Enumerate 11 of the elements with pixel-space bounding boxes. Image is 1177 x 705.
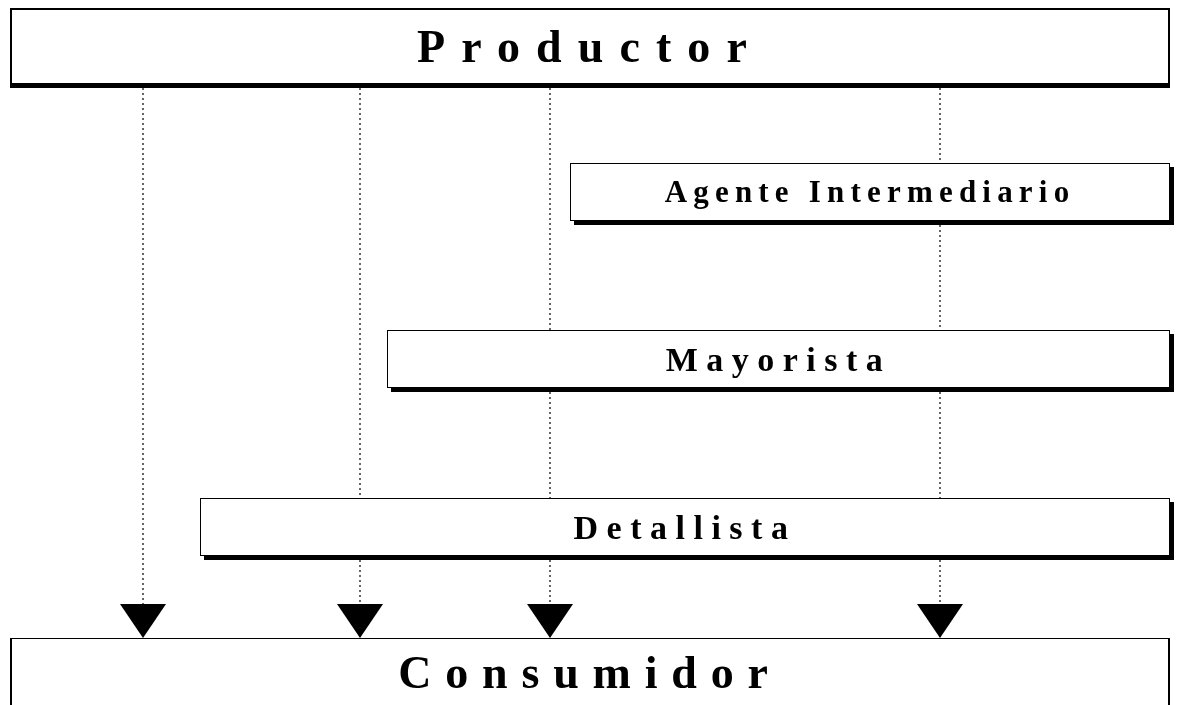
dotted-arrow	[337, 559, 383, 639]
dotted-arrow	[527, 559, 573, 639]
node-label: Consumidor	[398, 645, 782, 700]
dotted-arrow	[917, 559, 963, 639]
node-label: Detallista	[573, 507, 797, 548]
dotted-arrow	[120, 87, 166, 639]
producer-box	[10, 8, 1170, 88]
node-label: Productor	[417, 20, 763, 74]
node-label: Agente Intermediario	[664, 172, 1076, 211]
node-label: Mayorista	[665, 339, 892, 380]
consumer-box	[10, 638, 1170, 705]
